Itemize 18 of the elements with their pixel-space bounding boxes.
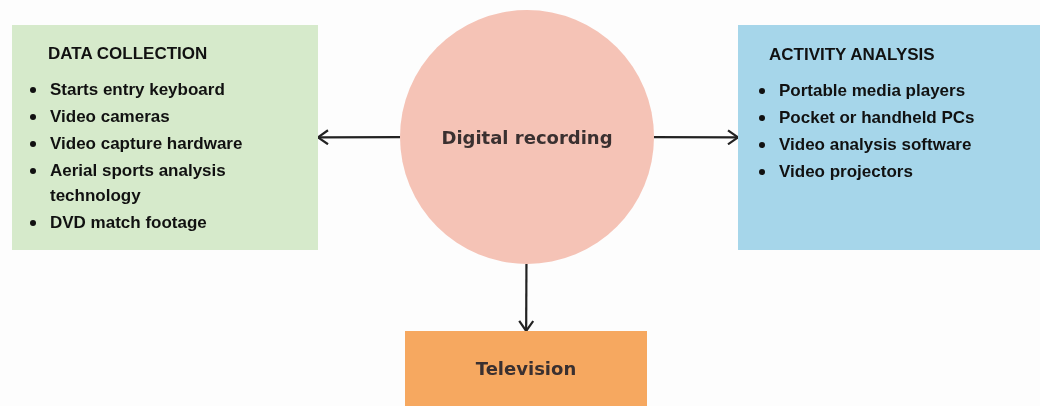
list-item: DVD match footage [50,212,207,234]
list-item: Video cameras [50,106,170,128]
output-box [405,331,647,406]
list-item: Starts entry keyboard [50,79,225,101]
info-panel [738,25,1040,250]
panel-heading: ACTIVITY ANALYSIS [769,45,935,65]
list-item: Video capture hardware [50,133,243,155]
list-item: Aerial sports analysis technology [50,160,227,207]
list-item: Pocket or handheld PCs [779,107,975,129]
info-panel [12,25,318,250]
panel-heading: DATA COLLECTION [48,44,208,64]
list-item: Video analysis software [779,134,972,156]
list-item: Portable media players [779,80,966,102]
list-item: Video projectors [779,161,913,183]
output-label: Television [475,358,577,379]
arrow [654,129,740,146]
process-label: Digital recording [441,126,613,148]
arrow [518,264,535,333]
